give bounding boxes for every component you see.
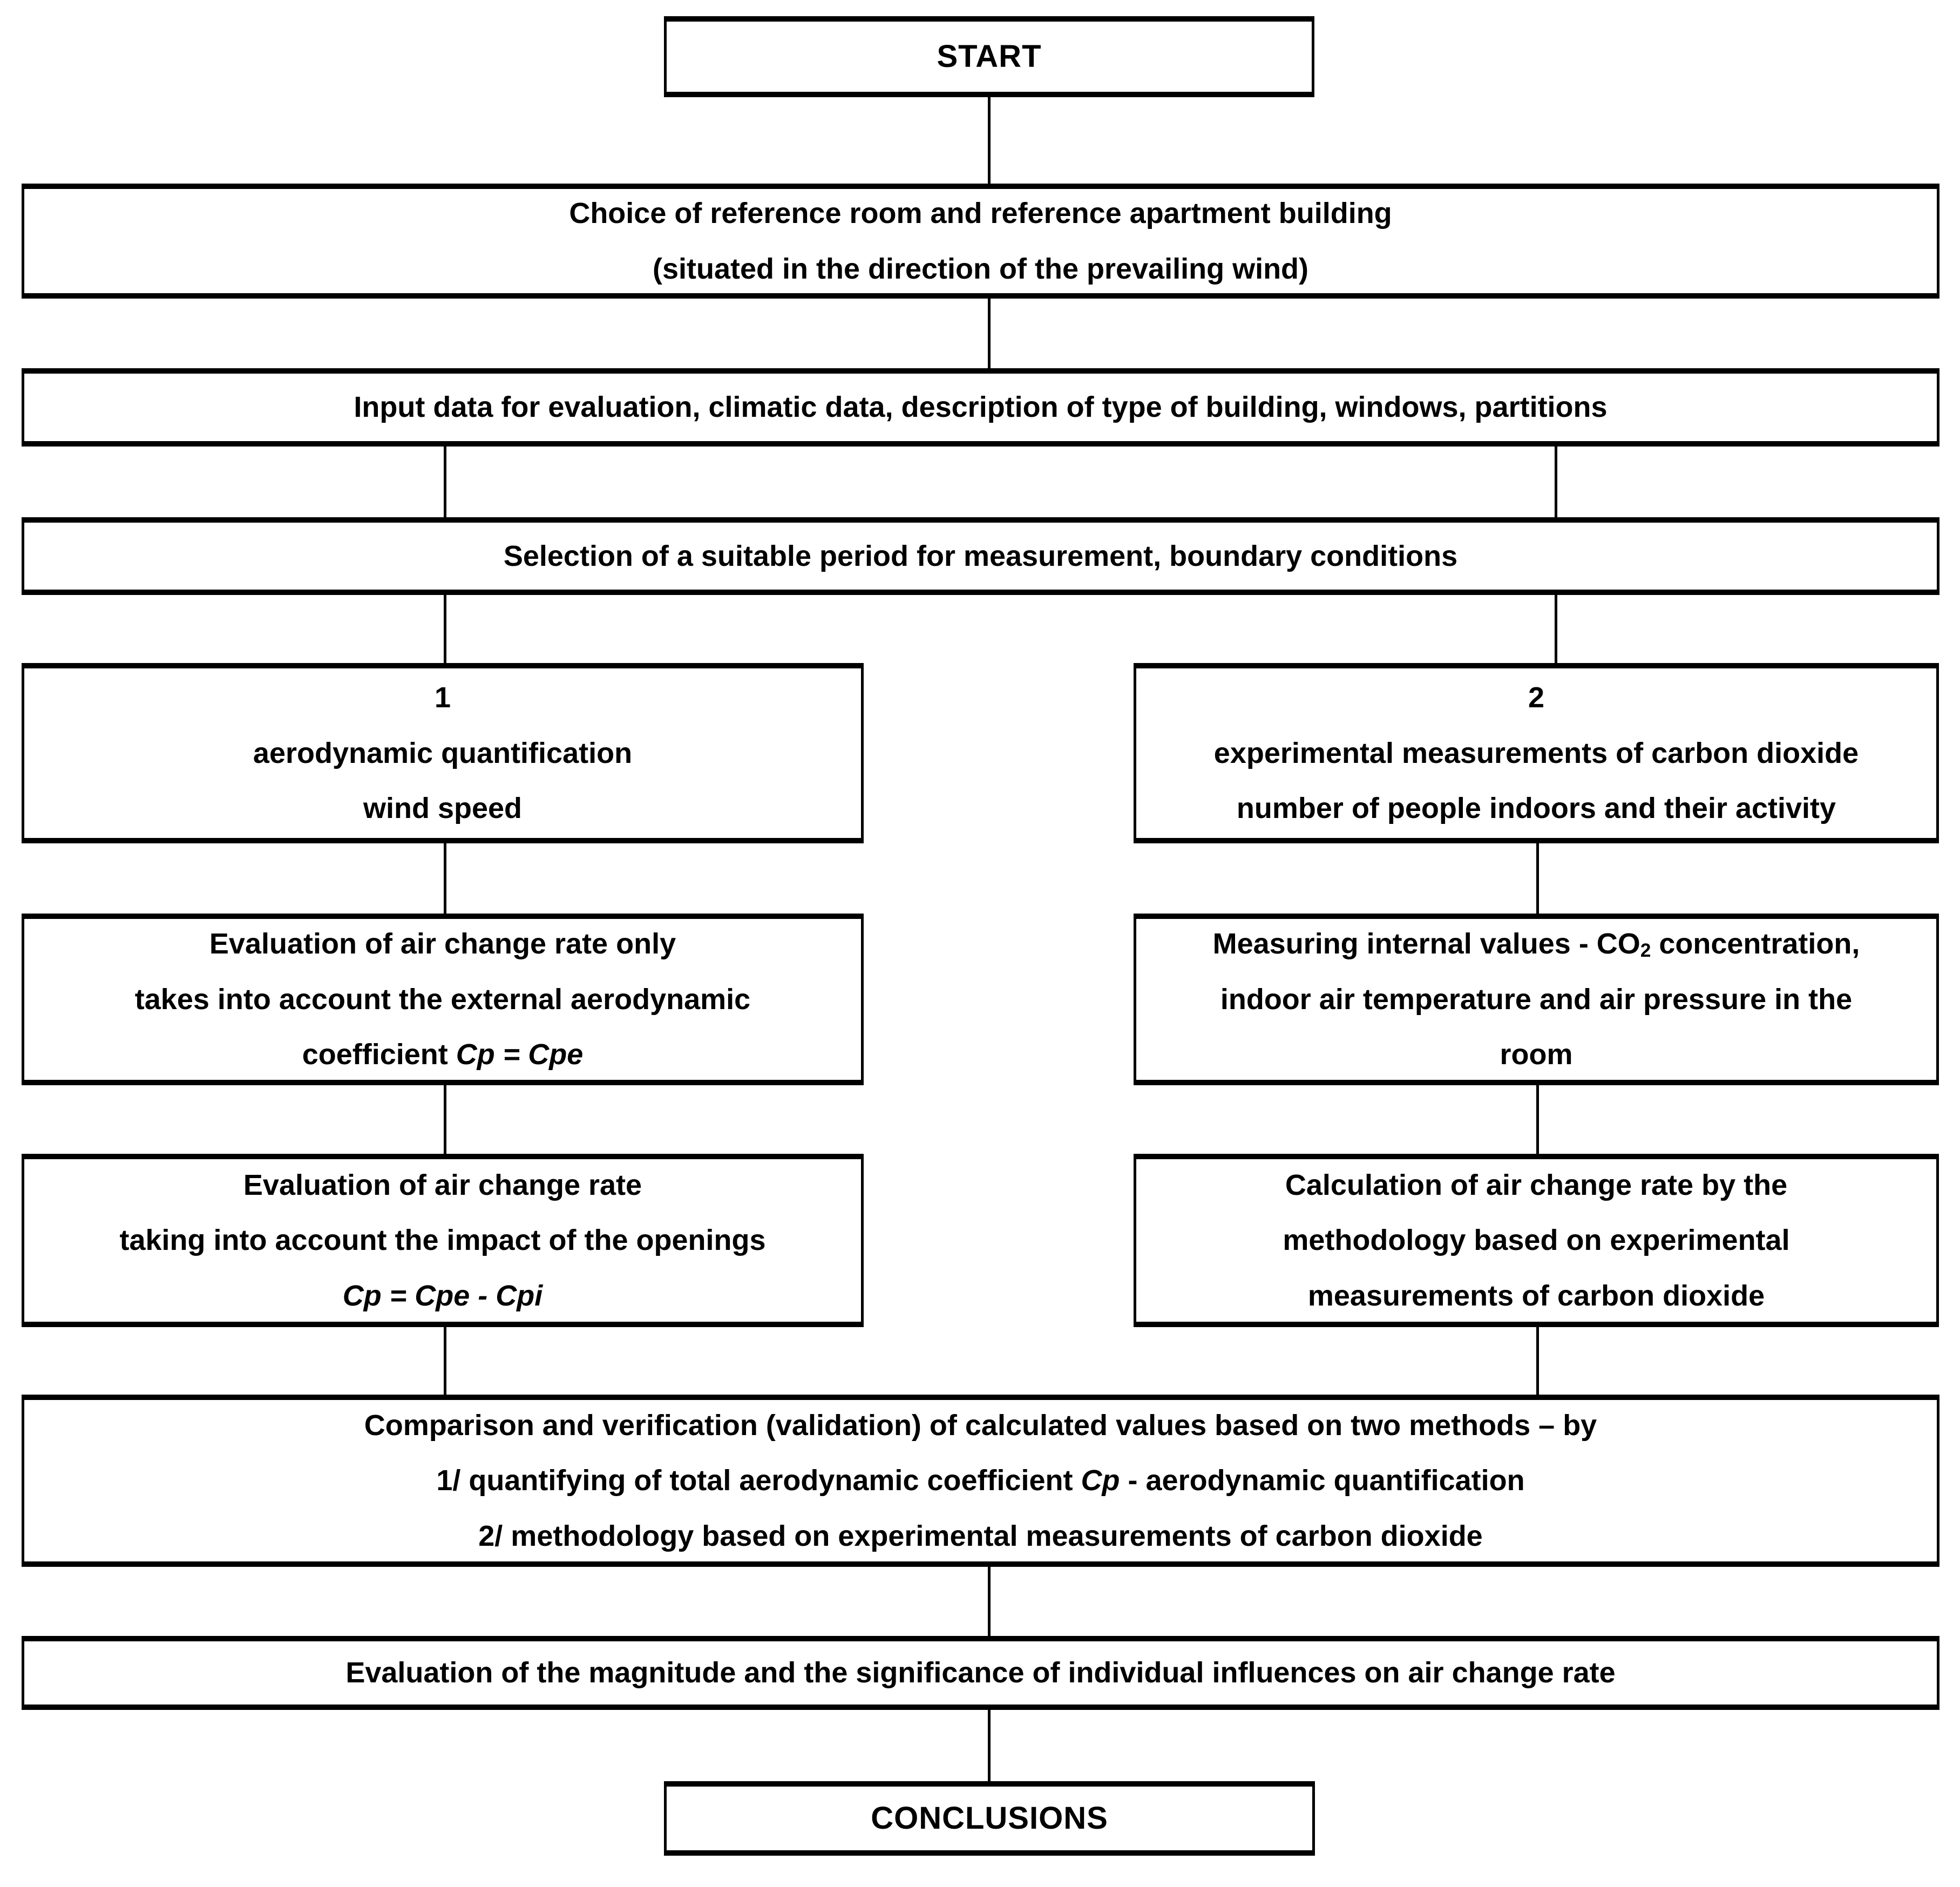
node-eval-openings: Evaluation of air change rate taking int… (22, 1154, 864, 1327)
node-text-line: 1/ quantifying of total aerodynamic coef… (436, 1453, 1524, 1509)
node-measuring-internal-values: Measuring internal values - CO2 concentr… (1134, 914, 1939, 1085)
node-text-line: takes into account the external aerodyna… (134, 983, 751, 1016)
node-text-line: measurements of carbon dioxide (1307, 1279, 1765, 1312)
formula-cp: Cp (1081, 1464, 1120, 1497)
node-text-line: number of people indoors and their activ… (1236, 792, 1836, 825)
connector-selection-branch2 (1555, 595, 1557, 666)
connector-evalexternal-openings (444, 1085, 446, 1156)
connector-choice-input (988, 299, 991, 371)
node-conclusions-label: CONCLUSIONS (871, 1800, 1108, 1836)
branch-number: 2 (1528, 681, 1545, 714)
connector-branch1-evalexternal (444, 843, 446, 916)
node-text-line: Selection of a suitable period for measu… (503, 539, 1458, 572)
node-conclusions: CONCLUSIONS (664, 1781, 1315, 1856)
node-eval-external-coefficient: Evaluation of air change rate only takes… (22, 914, 864, 1085)
node-text-line: 2/ methodology based on experimental mea… (478, 1519, 1483, 1552)
node-text-line: aerodynamic quantification (253, 736, 633, 769)
comparison-method1-prefix: 1/ quantifying of total aerodynamic coef… (436, 1464, 1081, 1497)
connector-selection-branch1 (444, 595, 446, 666)
formula-cp-cpe: Cp = Cpe (456, 1038, 584, 1071)
formula-cp-cpe-cpi: Cp = Cpe - Cpi (342, 1279, 543, 1312)
node-text-line: Choice of reference room and reference a… (569, 197, 1392, 229)
node-text-line: Evaluation of the magnitude and the sign… (345, 1656, 1616, 1689)
connector-magnitude-conclusions (988, 1710, 991, 1784)
connector-calculation-comparison (1536, 1327, 1539, 1397)
node-text-line: (situated in the direction of the prevai… (652, 252, 1309, 285)
node-selection-period: Selection of a suitable period for measu… (22, 517, 1939, 595)
node-calculation-co2-method: Calculation of air change rate by the me… (1134, 1154, 1939, 1327)
node-text-line: Evaluation of air change rate only (209, 928, 676, 961)
node-text-line: Evaluation of air change rate (243, 1168, 642, 1201)
node-text-line: wind speed (363, 792, 523, 825)
node-text-line: room (1500, 1038, 1573, 1071)
node-text-line: experimental measurements of carbon diox… (1213, 736, 1859, 769)
connector-input-selection-left (444, 447, 446, 520)
connector-openings-comparison (444, 1327, 446, 1397)
connector-measuring-calculation (1536, 1085, 1539, 1156)
node-branch1-aerodynamic: 1 aerodynamic quantification wind speed (22, 663, 864, 843)
node-start: START (664, 16, 1314, 97)
node-text-line: Input data for evaluation, climatic data… (354, 391, 1608, 424)
co2-prefix: Measuring internal values - CO (1212, 928, 1640, 961)
node-start-label: START (937, 38, 1042, 74)
node-text-line: coefficient Cp = Cpe (302, 1027, 584, 1083)
co2-suffix: concentration, (1651, 928, 1860, 961)
connector-input-selection-right (1555, 447, 1557, 520)
co2-subscript: 2 (1640, 940, 1651, 962)
node-text-line: taking into account the impact of the op… (119, 1224, 766, 1257)
node-comparison-verification: Comparison and verification (validation)… (22, 1395, 1939, 1567)
node-magnitude-significance: Evaluation of the magnitude and the sign… (22, 1636, 1939, 1710)
connector-branch2-measuring (1536, 843, 1539, 916)
node-text-line: Comparison and verification (validation)… (364, 1409, 1597, 1442)
node-choice-of-reference-room: Choice of reference room and reference a… (22, 184, 1939, 299)
node-branch2-experimental: 2 experimental measurements of carbon di… (1134, 663, 1939, 843)
node-input-data: Input data for evaluation, climatic data… (22, 368, 1939, 447)
connector-start-choice (988, 97, 991, 186)
comparison-method1-suffix: - aerodynamic quantification (1120, 1464, 1525, 1497)
branch-number: 1 (434, 681, 451, 714)
connector-comparison-magnitude (988, 1567, 991, 1639)
node-text-line: methodology based on experimental (1283, 1224, 1790, 1257)
node-text-line: Calculation of air change rate by the (1285, 1168, 1788, 1201)
node-text-line: indoor air temperature and air pressure … (1220, 983, 1853, 1016)
node-text-line: Measuring internal values - CO2 concentr… (1213, 916, 1860, 972)
formula-prefix: coefficient (302, 1038, 456, 1071)
